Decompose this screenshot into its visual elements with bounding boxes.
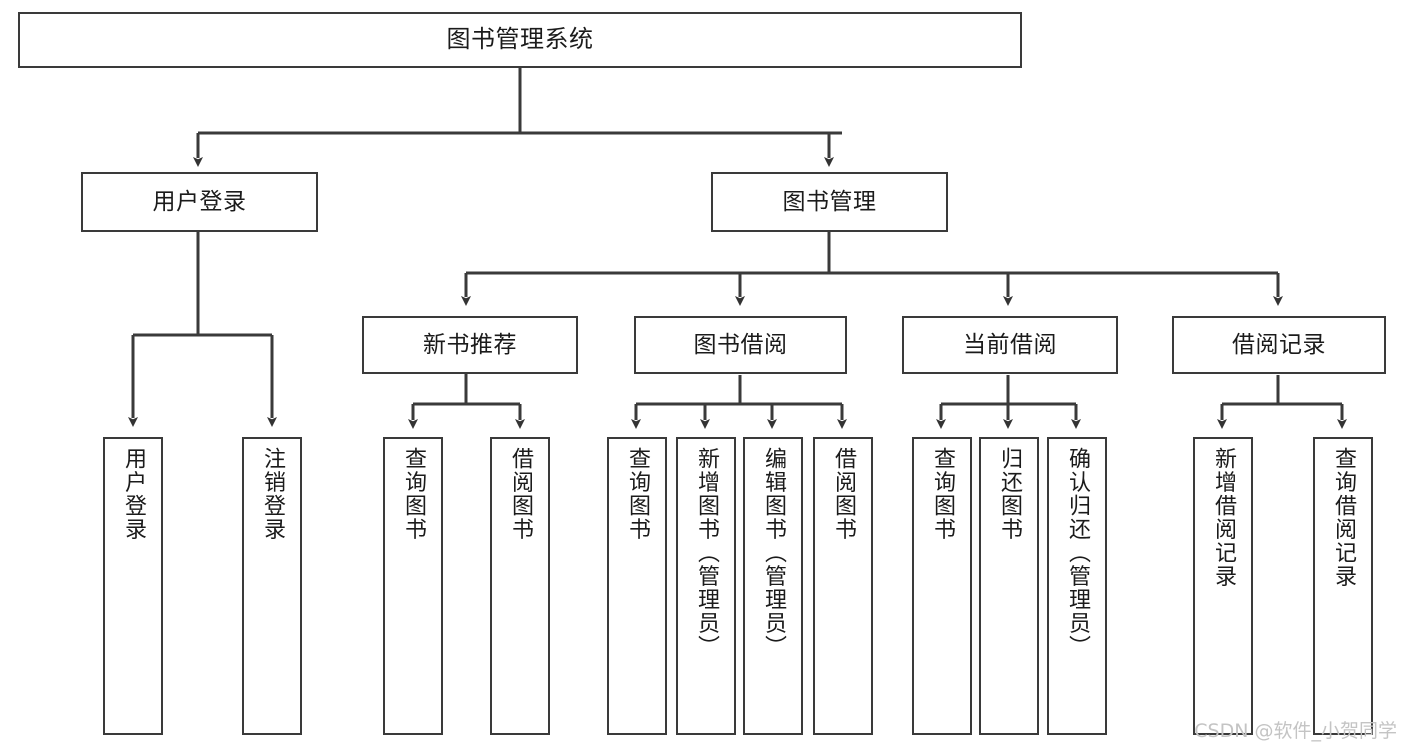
node-borrow-record[interactable]: 借阅记录	[1172, 316, 1386, 374]
node-user-login[interactable]: 用户登录	[81, 172, 318, 232]
leaf-user-login-logout[interactable]: 注销登录	[242, 437, 302, 735]
node-label: 查询借阅记录	[1330, 447, 1356, 588]
node-label: 查询图书	[624, 447, 650, 541]
node-label: 用户登录	[120, 447, 146, 541]
leaf-current-borrow-query-book[interactable]: 查询图书	[912, 437, 972, 735]
node-book-management[interactable]: 图书管理	[711, 172, 948, 232]
leaf-borrow-record-query-record[interactable]: 查询借阅记录	[1313, 437, 1373, 735]
node-label: 借阅图书	[507, 447, 533, 541]
leaf-book-borrow-borrow-book[interactable]: 借阅图书	[813, 437, 873, 735]
node-label: 用户登录	[152, 188, 247, 215]
node-book-borrow[interactable]: 图书借阅	[634, 316, 847, 374]
node-label: 查询图书	[400, 447, 426, 541]
node-label: 编辑图书（管理员）	[760, 447, 786, 659]
node-current-borrow[interactable]: 当前借阅	[902, 316, 1118, 374]
leaf-borrow-record-add-record[interactable]: 新增借阅记录	[1193, 437, 1253, 735]
node-label: 归还图书	[996, 447, 1022, 541]
node-label: 图书管理系统	[446, 25, 594, 54]
node-label: 查询图书	[929, 447, 955, 541]
node-label: 借阅图书	[830, 447, 856, 541]
node-label: 新增图书（管理员）	[693, 447, 719, 659]
leaf-book-borrow-query-book[interactable]: 查询图书	[607, 437, 667, 735]
node-new-book-recommend[interactable]: 新书推荐	[362, 316, 578, 374]
node-label: 确认归还（管理员）	[1064, 447, 1090, 659]
node-label: 图书借阅	[693, 331, 788, 358]
node-label: 注销登录	[259, 447, 285, 541]
leaf-new-book-borrow-book[interactable]: 借阅图书	[490, 437, 550, 735]
node-label: 借阅记录	[1232, 331, 1326, 358]
node-label: 当前借阅	[963, 331, 1057, 358]
leaf-book-borrow-add-book-admin[interactable]: 新增图书（管理员）	[676, 437, 736, 735]
leaf-new-book-query-book[interactable]: 查询图书	[383, 437, 443, 735]
csdn-watermark: CSDN @软件_小贺同学	[1194, 720, 1397, 742]
node-label: 图书管理	[782, 188, 877, 215]
node-label: 新增借阅记录	[1210, 447, 1236, 588]
leaf-current-borrow-confirm-return-admin[interactable]: 确认归还（管理员）	[1047, 437, 1107, 735]
node-label: 新书推荐	[423, 331, 517, 358]
node-root-book-management-system[interactable]: 图书管理系统	[18, 12, 1022, 68]
leaf-book-borrow-edit-book-admin[interactable]: 编辑图书（管理员）	[743, 437, 803, 735]
leaf-user-login-login[interactable]: 用户登录	[103, 437, 163, 735]
leaf-current-borrow-return-book[interactable]: 归还图书	[979, 437, 1039, 735]
